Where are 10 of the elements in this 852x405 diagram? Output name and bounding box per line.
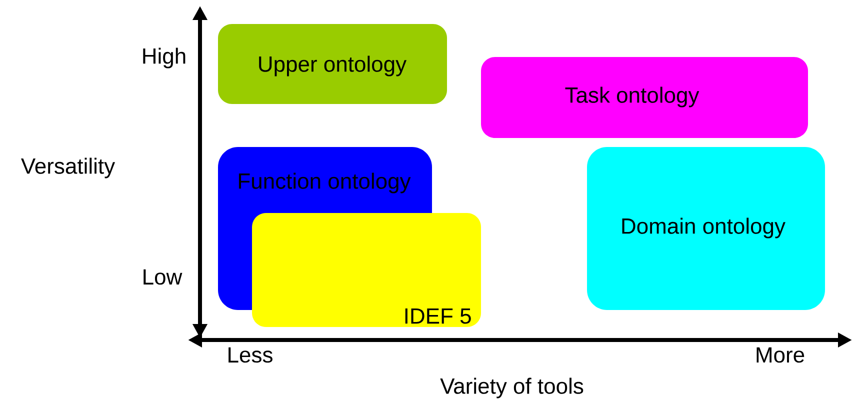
axis-label: Low	[144, 269, 182, 285]
ontology-box: Domain ontology	[587, 147, 825, 310]
axis-label: High	[143, 48, 186, 68]
axis-label: More	[756, 347, 804, 363]
axis-label: Less	[228, 347, 272, 363]
ontology-box: Task ontology	[481, 57, 808, 138]
axis-label: Variety of tools	[440, 378, 584, 398]
ontology-box: Upper ontology	[218, 24, 447, 104]
axis-label: Versatility	[21, 158, 116, 178]
ontology-box: IDEF 5	[252, 213, 481, 327]
